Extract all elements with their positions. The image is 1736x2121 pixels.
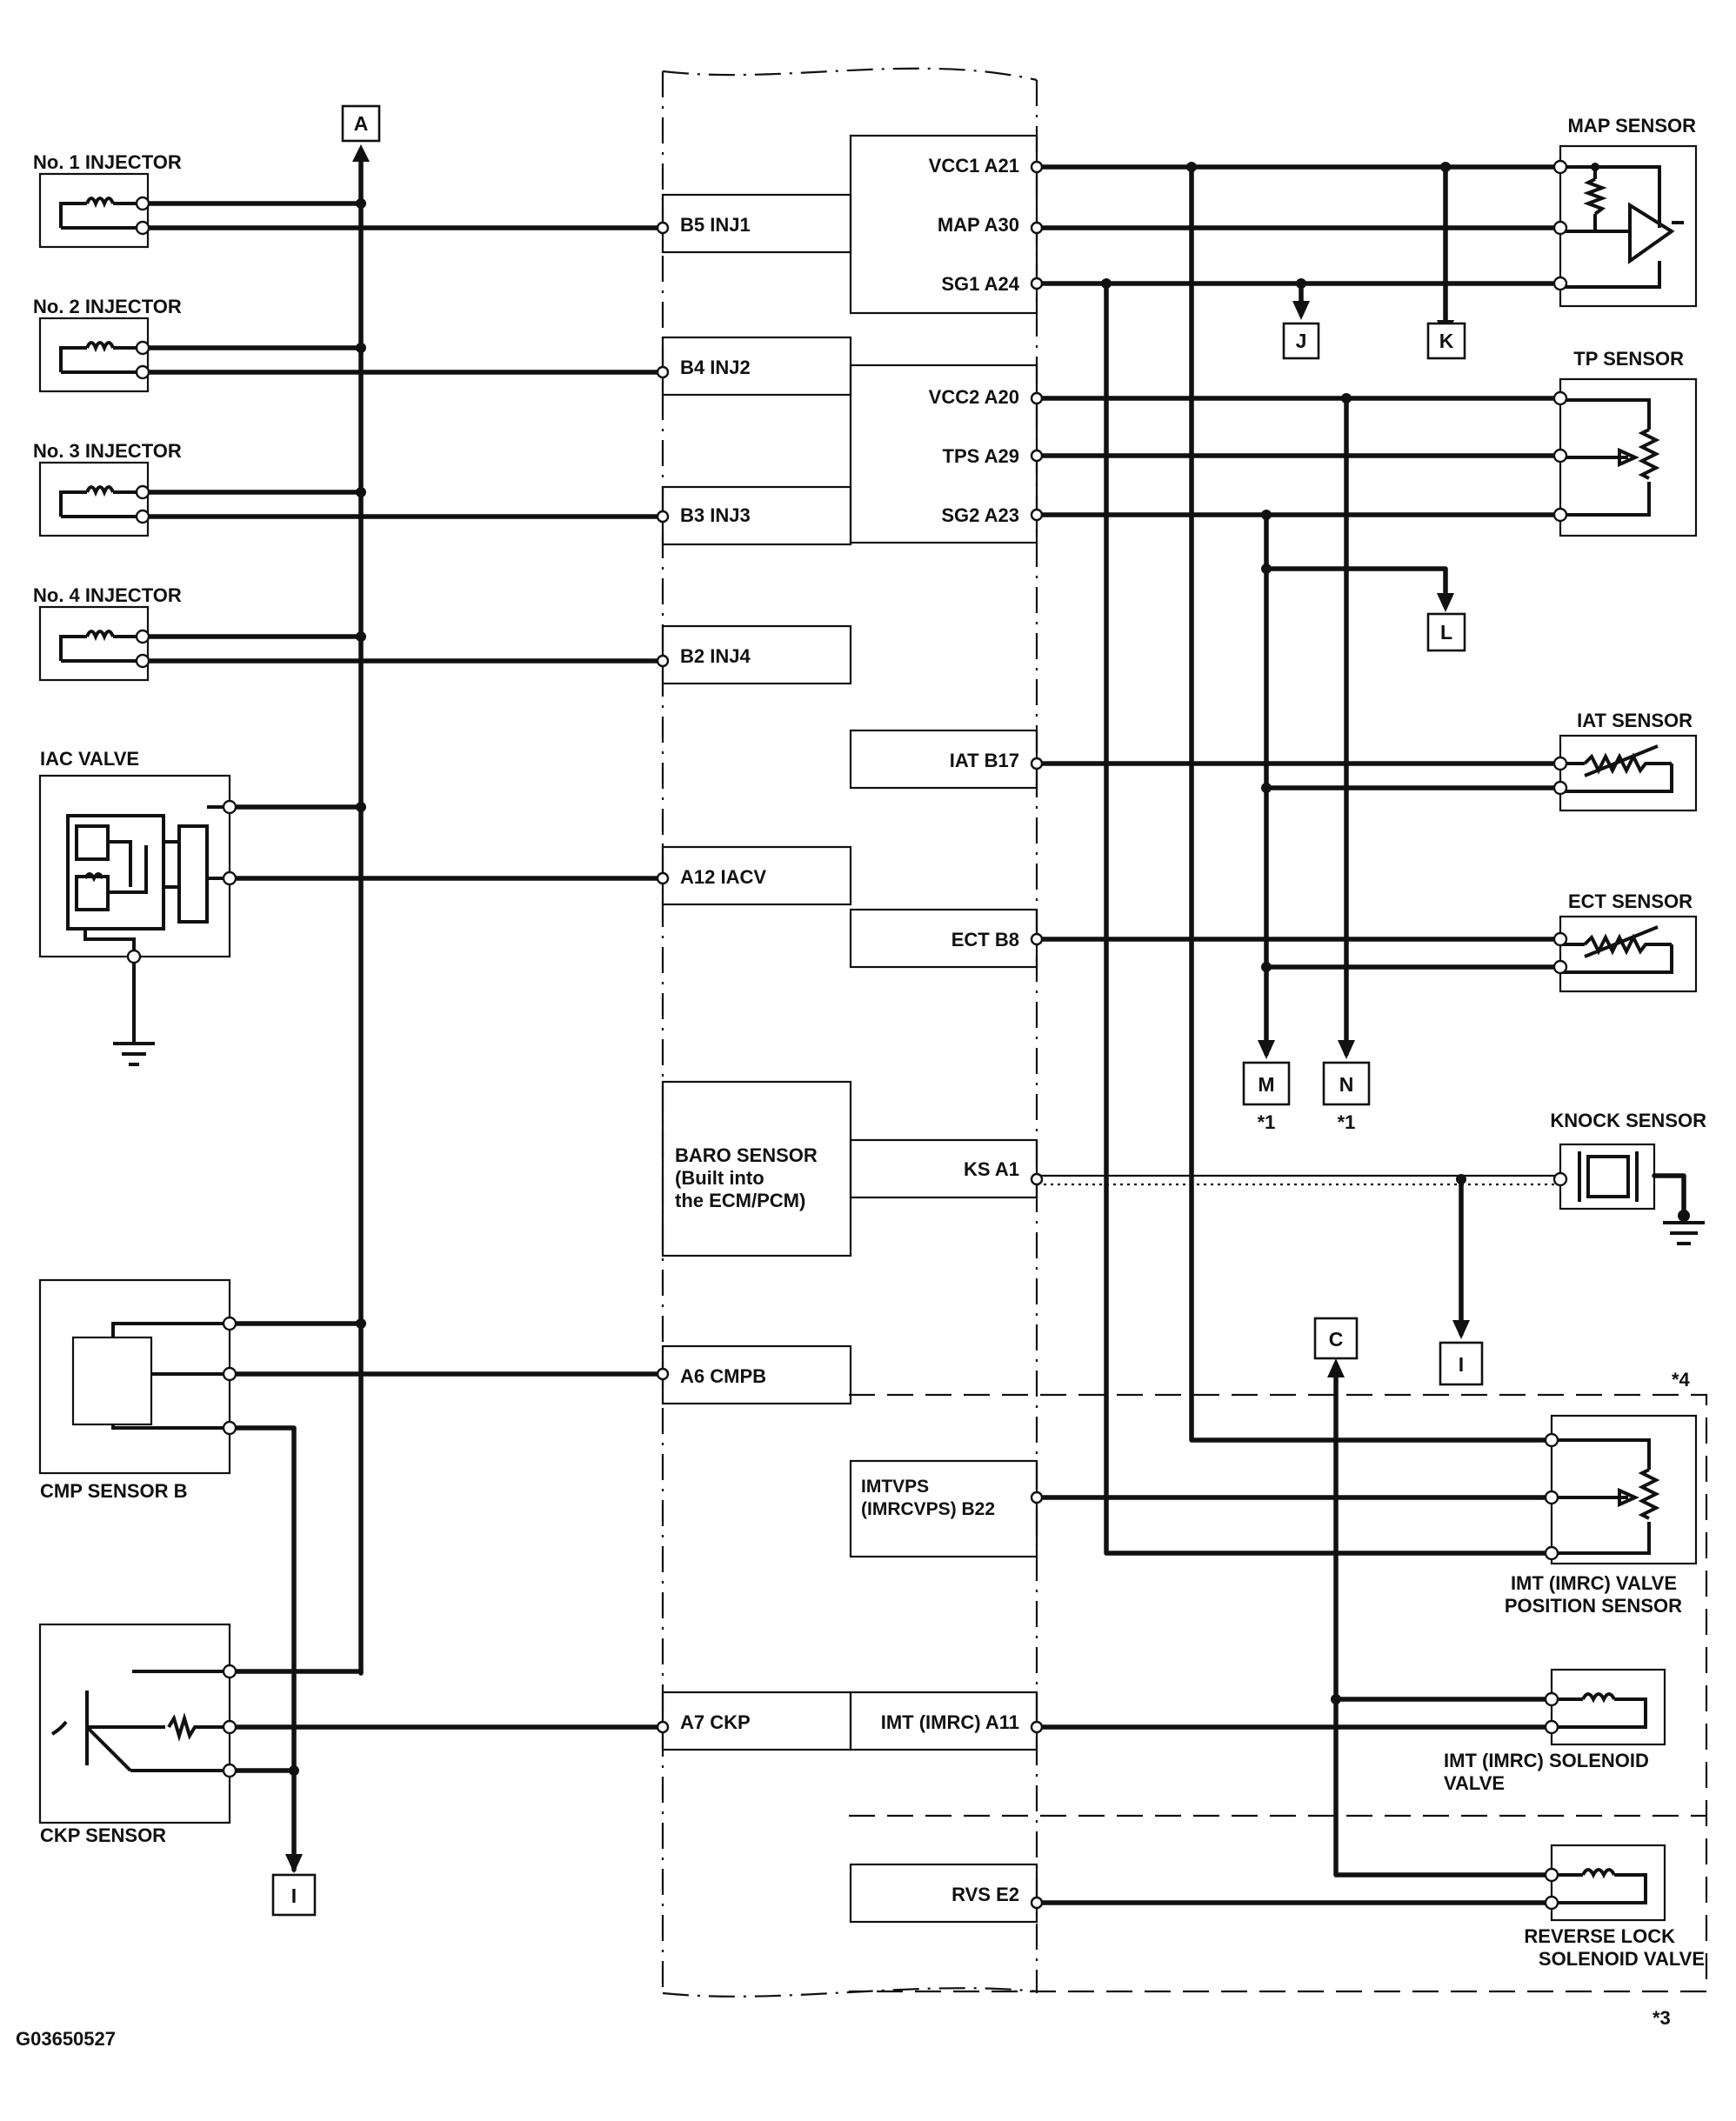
terminal-a: A	[354, 112, 369, 135]
imt-vps-label-2: POSITION SENSOR	[1505, 1595, 1682, 1617]
pin-tps: TPS A29	[943, 445, 1019, 467]
map-label: MAP SENSOR	[1567, 115, 1696, 137]
inj4-label: No. 4 INJECTOR	[33, 584, 182, 606]
pin-imtvps-2: (IMRCVPS) B22	[861, 1499, 995, 1519]
terminal-l: L	[1440, 621, 1452, 644]
left-components	[38, 172, 231, 1824]
pin-ckp: A7 CKP	[680, 1711, 751, 1733]
pin-inj3: B3 INJ3	[680, 504, 751, 526]
pin-inj4: B2 INJ4	[680, 645, 751, 667]
pin-circles	[126, 159, 1568, 1911]
cmp-label: CMP SENSOR B	[40, 1480, 188, 1502]
pin-rvs: RVS E2	[951, 1884, 1019, 1905]
pin-cmpb: A6 CMPB	[680, 1365, 766, 1387]
pin-sg2: SG2 A23	[941, 504, 1019, 526]
figure-id: G03650527	[16, 2028, 116, 2050]
pin-iat: IAT B17	[950, 750, 1019, 771]
left-labels: No. 1 INJECTOR No. 2 INJECTOR No. 3 INJE…	[33, 151, 188, 1846]
right-components	[849, 144, 1708, 1993]
terminal-i-right: I	[1459, 1353, 1464, 1376]
pin-ect: ECT B8	[951, 929, 1019, 950]
baro-line1: BARO SENSOR	[675, 1144, 818, 1166]
rev-label-2: SOLENOID VALVE	[1539, 1948, 1705, 1970]
ecm-pin-labels: VCC1 A21 MAP A30 SG1 A24 B5 INJ1 B4 INJ2…	[675, 155, 1020, 1905]
imt-sol-label-1: IMT (IMRC) SOLENOID	[1444, 1750, 1649, 1771]
ckp-label: CKP SENSOR	[40, 1824, 166, 1846]
junctions	[289, 162, 1599, 1776]
tp-label: TP SENSOR	[1573, 348, 1684, 370]
terminal-m: M	[1258, 1073, 1274, 1096]
baro-line2: (Built into	[675, 1167, 765, 1189]
pin-iacv: A12 IACV	[680, 866, 766, 888]
iac-label: IAC VALVE	[40, 748, 139, 770]
terminal-n: N	[1339, 1073, 1354, 1096]
knock-label: KNOCK SENSOR	[1550, 1110, 1706, 1131]
inj2-label: No. 2 INJECTOR	[33, 296, 182, 317]
pin-vcc1: VCC1 A21	[929, 155, 1019, 177]
terminal-k: K	[1439, 330, 1454, 352]
pin-inj1: B5 INJ1	[680, 214, 751, 236]
pin-map: MAP A30	[938, 214, 1019, 236]
note-n: *1	[1338, 1111, 1356, 1133]
imt-vps-label-1: IMT (IMRC) VALVE	[1511, 1572, 1677, 1594]
note-m: *1	[1258, 1111, 1276, 1133]
pin-sg1: SG1 A24	[941, 273, 1019, 295]
pin-imt: IMT (IMRC) A11	[881, 1711, 1019, 1733]
note-imt-group: *4	[1672, 1369, 1691, 1391]
terminals: A J K L M *1 N *1 C I I	[271, 104, 1484, 1917]
right-labels: MAP SENSOR TP SENSOR IAT SENSOR ECT SENS…	[16, 115, 1706, 2050]
terminal-i-left: I	[291, 1884, 297, 1907]
rev-label-1: REVERSE LOCK	[1524, 1925, 1675, 1947]
imt-sol-label-2: VALVE	[1444, 1772, 1505, 1794]
wires	[140, 156, 1563, 1905]
pin-inj2: B4 INJ2	[680, 357, 751, 378]
note-rev-group: *3	[1653, 2007, 1671, 2029]
inj3-label: No. 3 INJECTOR	[33, 440, 182, 462]
iat-label: IAT SENSOR	[1577, 710, 1693, 731]
pin-vcc2: VCC2 A20	[929, 386, 1019, 408]
terminal-c: C	[1329, 1328, 1344, 1351]
arrowheads	[285, 144, 1470, 1873]
terminal-j: J	[1296, 330, 1307, 352]
ect-label: ECT SENSOR	[1568, 890, 1693, 912]
inj1-label: No. 1 INJECTOR	[33, 151, 182, 173]
baro-line3: the ECM/PCM)	[675, 1190, 805, 1211]
pin-ks: KS A1	[964, 1158, 1019, 1180]
pin-imtvps-1: IMTVPS	[861, 1477, 929, 1497]
